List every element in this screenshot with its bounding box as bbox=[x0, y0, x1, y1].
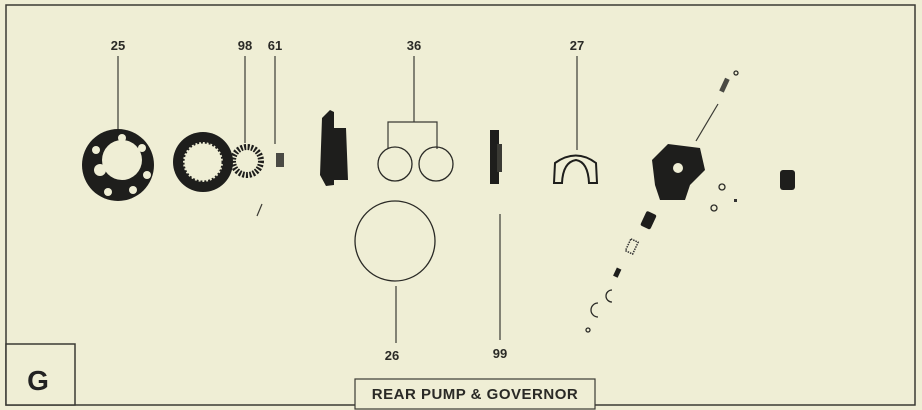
part-governor-body bbox=[585, 70, 795, 333]
part-26-o-ring: 26 bbox=[354, 200, 436, 363]
diagram-title: REAR PUMP & GOVERNOR bbox=[372, 386, 578, 403]
callout-61: 61 bbox=[268, 38, 282, 53]
section-letter: G bbox=[27, 365, 49, 396]
part-27-gasket: 27 bbox=[552, 38, 599, 184]
diagram-title-box: REAR PUMP & GOVERNOR bbox=[354, 378, 596, 410]
callout-36: 36 bbox=[407, 38, 421, 53]
callout-25: 25 bbox=[111, 38, 125, 53]
part-98-gear: 98 bbox=[230, 38, 264, 217]
part-36-seal-rings: 36 bbox=[377, 38, 454, 182]
part-99: 99 bbox=[490, 130, 507, 361]
part-pump-body bbox=[320, 110, 348, 186]
part-25-plate: 25 bbox=[82, 38, 154, 201]
part-ring-gear bbox=[173, 132, 233, 192]
callout-99: 99 bbox=[493, 346, 507, 361]
section-letter-box: G bbox=[5, 343, 76, 406]
callout-27: 27 bbox=[570, 38, 584, 53]
part-61-key: 61 bbox=[268, 38, 284, 167]
callout-98: 98 bbox=[238, 38, 252, 53]
callout-26: 26 bbox=[385, 348, 399, 363]
